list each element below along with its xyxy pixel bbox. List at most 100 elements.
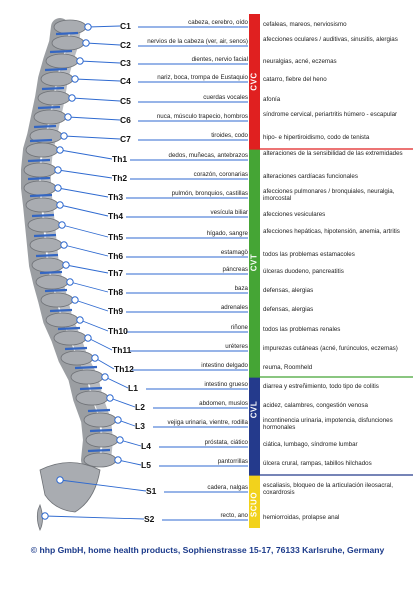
organ-label: nariz, boca, trompa de Eustaquio bbox=[157, 74, 248, 81]
symptom-label: todos las problemas renales bbox=[263, 326, 341, 333]
vertebra-label: C1 bbox=[120, 21, 131, 31]
leader-line bbox=[59, 149, 113, 160]
organ-label: intestino grueso bbox=[204, 381, 248, 388]
intervertebral-disc bbox=[29, 193, 53, 198]
vertebra-label: L1 bbox=[128, 383, 138, 393]
symptom-label: incontinencia urinaria, impotencia, disf… bbox=[263, 417, 393, 431]
leader-line bbox=[61, 224, 109, 238]
vertebra-label: C3 bbox=[120, 58, 131, 68]
leader-line bbox=[85, 42, 121, 46]
leader-line bbox=[63, 135, 121, 140]
intervertebral-disc bbox=[44, 288, 68, 293]
symptom-label: hemiorroidas, prolapse anal bbox=[263, 514, 340, 521]
sacrum-bone bbox=[39, 462, 101, 513]
intervertebral-disc bbox=[37, 105, 61, 110]
vertebra-marker-dot bbox=[91, 354, 99, 362]
organ-label: nuca, músculo trapecio, hombros bbox=[156, 113, 248, 120]
leader-line bbox=[63, 244, 109, 257]
leader-line bbox=[109, 397, 136, 408]
vertebra-marker-dot bbox=[56, 476, 64, 484]
organ-label: abdomen, muslos bbox=[199, 400, 248, 407]
leader-line bbox=[71, 97, 121, 102]
leader-line bbox=[69, 281, 109, 293]
intervertebral-disc bbox=[33, 124, 57, 129]
vertebra-label: Th8 bbox=[108, 287, 124, 297]
organ-label: cabeza, cerebro, oído bbox=[188, 19, 248, 26]
symptom-label: afonía bbox=[263, 96, 281, 103]
vertebra-label: Th12 bbox=[114, 364, 134, 374]
intervertebral-disc bbox=[49, 49, 73, 54]
vertebra-marker-dot bbox=[56, 201, 64, 209]
vertebra-label: Th6 bbox=[108, 251, 124, 261]
vertebra-bone bbox=[53, 19, 87, 35]
vertebra-bone bbox=[35, 274, 69, 290]
organ-label: riñone bbox=[230, 324, 248, 331]
leader-line bbox=[117, 459, 142, 466]
vertebra-label: C7 bbox=[120, 134, 131, 144]
vertebra-marker-dot bbox=[71, 75, 79, 83]
vertebra-bone bbox=[70, 369, 104, 385]
leader-line bbox=[74, 299, 109, 312]
symptom-label: catarro, fiebre del heno bbox=[263, 76, 327, 83]
organ-label: recto, ano bbox=[220, 512, 248, 519]
symptom-label: acidez, calambres, congestión venosa bbox=[263, 402, 368, 409]
vertebra-marker-dot bbox=[60, 241, 68, 249]
vertebra-label: Th1 bbox=[112, 154, 128, 164]
intervertebral-disc bbox=[44, 67, 68, 72]
vertebra-marker-dot bbox=[58, 221, 66, 229]
vertebra-marker-dot bbox=[114, 416, 122, 424]
intervertebral-disc bbox=[74, 365, 98, 370]
region-code-scuo: SCUO bbox=[249, 491, 259, 518]
leader-line bbox=[57, 187, 109, 198]
vertebra-marker-dot bbox=[62, 261, 70, 269]
vertebra-marker-dot bbox=[114, 456, 122, 464]
vertebra-bone bbox=[33, 109, 67, 125]
vertebra-marker-dot bbox=[64, 113, 72, 121]
symptom-label: reuma, Roomheld bbox=[263, 364, 313, 371]
symptom-label: alteraciones de la sensibilidad de las e… bbox=[263, 150, 403, 157]
vertebra-bone bbox=[31, 257, 65, 273]
vertebra-label: Th9 bbox=[108, 306, 124, 316]
symptom-label: hipo- e hipertiroidismo, codo de tenista bbox=[263, 134, 370, 141]
leader-line bbox=[104, 376, 129, 389]
vertebra-bone bbox=[25, 197, 59, 213]
organ-label: tiroides, codo bbox=[211, 132, 248, 139]
symptom-label: cefaleas, mareos, nerviosismo bbox=[263, 21, 347, 28]
vertebra-bone bbox=[60, 350, 94, 366]
vertebra-marker-dot bbox=[116, 436, 124, 444]
leader-line bbox=[59, 479, 147, 492]
vertebra-bone bbox=[37, 90, 71, 106]
vertebra-label: L2 bbox=[135, 402, 145, 412]
region-code-cvc: CVC bbox=[249, 72, 259, 91]
leader-line bbox=[87, 337, 113, 351]
symptom-label: afecciones oculares / auditivas, sinusit… bbox=[263, 36, 398, 43]
organ-label: vesícula biliar bbox=[210, 209, 249, 216]
leader-line bbox=[79, 319, 109, 332]
symptom-label: afecciones pulmonares / bronquiales, neu… bbox=[263, 188, 395, 202]
intervertebral-disc bbox=[57, 326, 81, 331]
intervertebral-disc bbox=[79, 386, 103, 391]
vertebra-label: L5 bbox=[141, 460, 151, 470]
symptom-label: ciática, lumbago, síndrome lumbar bbox=[263, 441, 358, 448]
vertebra-label: Th2 bbox=[112, 173, 128, 183]
vertebra-bone bbox=[53, 330, 87, 346]
region-code-cvl: CVL bbox=[249, 400, 259, 419]
organ-label: uréteres bbox=[225, 343, 248, 350]
symptom-label: úlcera crural, rampas, tabillos hilchado… bbox=[263, 460, 372, 467]
intervertebral-disc bbox=[29, 138, 53, 143]
vertebra-marker-dot bbox=[56, 146, 64, 154]
organ-label: vejiga urinaria, vientre, rodilla bbox=[167, 419, 248, 426]
organ-label: páncreas bbox=[222, 266, 248, 273]
vertebra-marker-dot bbox=[82, 39, 90, 47]
vertebra-marker-dot bbox=[76, 316, 84, 324]
intervertebral-disc bbox=[55, 31, 79, 36]
vertebra-label: C5 bbox=[120, 96, 131, 106]
intervertebral-disc bbox=[39, 270, 63, 275]
organ-label: dedos, muñecas, antebrazos bbox=[168, 152, 248, 159]
symptom-label: úlceras duodeno, pancreatitis bbox=[263, 268, 344, 275]
vertebra-bone bbox=[25, 142, 59, 158]
vertebra-label: Th3 bbox=[108, 192, 124, 202]
organ-label: próstata, ciático bbox=[204, 439, 248, 446]
